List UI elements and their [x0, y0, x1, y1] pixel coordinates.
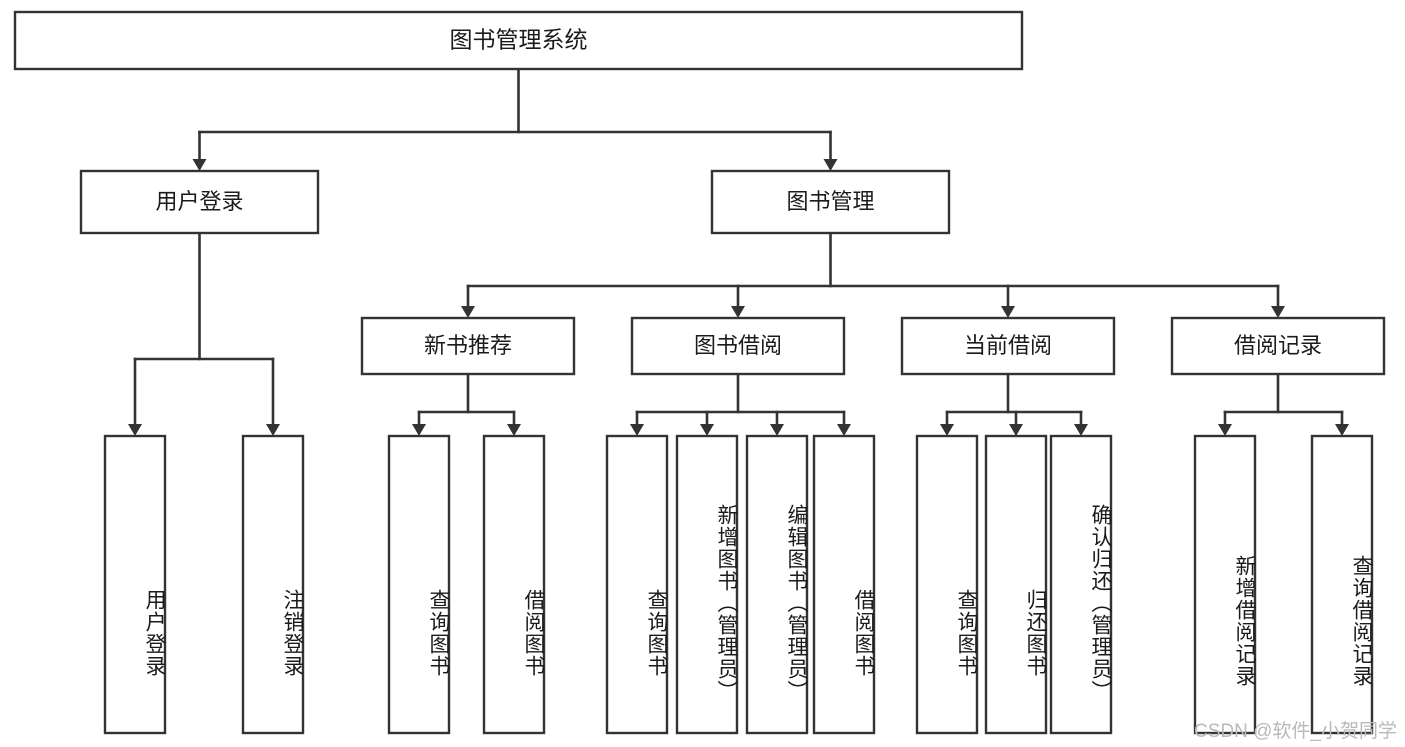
- node-box[interactable]: [241, 434, 305, 735]
- node-box[interactable]: [812, 434, 876, 735]
- node-box[interactable]: [915, 434, 979, 735]
- arrowhead-icon: [1335, 424, 1349, 436]
- node-leaf-add-book[interactable]: [675, 434, 739, 735]
- arrowhead-icon: [1218, 424, 1232, 436]
- node-box[interactable]: [13, 10, 1024, 71]
- arrowhead-icon: [700, 424, 714, 436]
- node-leaf-borrow-book-1[interactable]: [482, 434, 546, 735]
- node-box[interactable]: [79, 169, 320, 235]
- arrowhead-icon: [192, 159, 207, 171]
- node-book-manage[interactable]: [710, 169, 951, 235]
- node-leaf-query-book-2[interactable]: [605, 434, 669, 735]
- node-leaf-add-record[interactable]: [1193, 434, 1257, 735]
- arrowhead-icon: [770, 424, 784, 436]
- arrowhead-icon: [837, 424, 851, 436]
- arrowhead-icon: [266, 424, 280, 436]
- node-box[interactable]: [984, 434, 1048, 735]
- node-box[interactable]: [1193, 434, 1257, 735]
- node-box[interactable]: [482, 434, 546, 735]
- node-book-borrow[interactable]: [630, 316, 846, 376]
- node-label: 新书推荐: [424, 333, 512, 358]
- node-box[interactable]: [103, 434, 167, 735]
- arrowhead-icon: [1271, 306, 1285, 318]
- arrowhead-icon: [1009, 424, 1023, 436]
- node-new-book-rec[interactable]: [360, 316, 576, 376]
- arrowhead-icon: [731, 306, 745, 318]
- node-box[interactable]: [360, 316, 576, 376]
- arrowhead-icon: [128, 424, 142, 436]
- node-label: 用户登录: [155, 189, 243, 214]
- node-label: 图书借阅: [694, 333, 782, 358]
- node-current-borrow[interactable]: [900, 316, 1116, 376]
- arrowhead-icon: [823, 159, 838, 171]
- node-box[interactable]: [1049, 434, 1113, 735]
- node-box[interactable]: [1170, 316, 1386, 376]
- arrowhead-icon: [1001, 306, 1015, 318]
- arrowhead-icon: [507, 424, 521, 436]
- node-root[interactable]: [13, 10, 1024, 71]
- node-label: 当前借阅: [964, 333, 1052, 358]
- arrowhead-icon: [412, 424, 426, 436]
- node-box[interactable]: [675, 434, 739, 735]
- node-label: 图书管理: [786, 189, 874, 214]
- node-leaf-borrow-book-2[interactable]: [812, 434, 876, 735]
- node-box[interactable]: [387, 434, 451, 735]
- arrowhead-icon: [630, 424, 644, 436]
- node-box[interactable]: [605, 434, 669, 735]
- node-borrow-record[interactable]: [1170, 316, 1386, 376]
- arrowhead-icon: [940, 424, 954, 436]
- node-leaf-logout[interactable]: [241, 434, 305, 735]
- node-label: 图书管理系统: [450, 27, 588, 53]
- node-user-login[interactable]: [79, 169, 320, 235]
- node-box[interactable]: [710, 169, 951, 235]
- arrowhead-icon: [461, 306, 475, 318]
- node-leaf-confirm-return[interactable]: [1049, 434, 1113, 735]
- node-leaf-query-record[interactable]: [1310, 434, 1374, 735]
- node-label: 借阅记录: [1234, 333, 1322, 358]
- node-box[interactable]: [630, 316, 846, 376]
- node-leaf-user-login[interactable]: [103, 434, 167, 735]
- node-leaf-query-book-1[interactable]: [387, 434, 451, 735]
- node-leaf-query-book-3[interactable]: [915, 434, 979, 735]
- watermark-text: CSDN @软件_小贺同学: [1194, 721, 1397, 742]
- node-leaf-edit-book[interactable]: [745, 434, 809, 735]
- node-box[interactable]: [745, 434, 809, 735]
- arrowhead-icon: [1074, 424, 1088, 436]
- node-leaf-return-book[interactable]: [984, 434, 1048, 735]
- node-box[interactable]: [1310, 434, 1374, 735]
- node-box[interactable]: [900, 316, 1116, 376]
